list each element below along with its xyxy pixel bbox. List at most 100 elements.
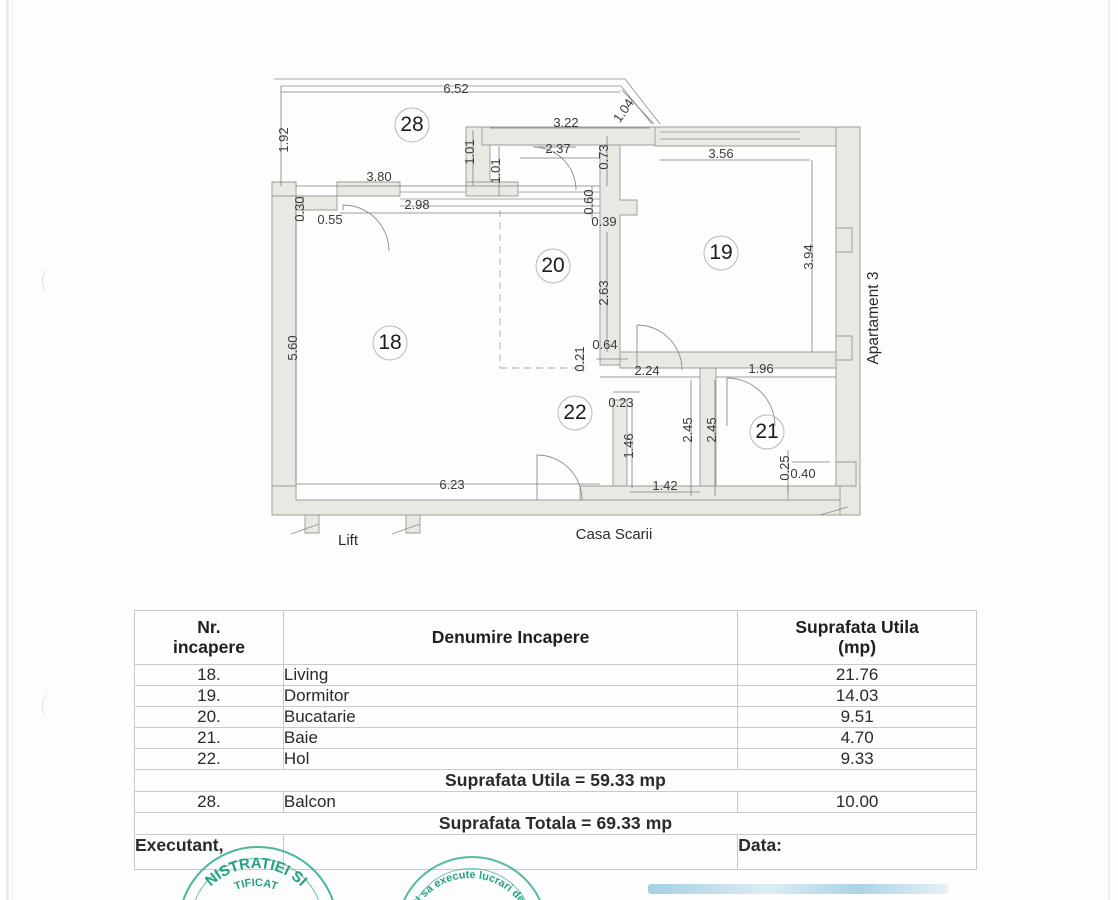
header-denumire-incapere: Denumire Incapere xyxy=(282,609,739,666)
signature-area xyxy=(282,834,739,871)
dimension-label: 2.37 xyxy=(545,141,570,156)
room-number-28: 28 xyxy=(400,113,423,136)
dimension-label: 1.42 xyxy=(652,478,677,493)
room-number-circle xyxy=(749,414,785,450)
room-number-21: 21 xyxy=(755,420,778,443)
stamp-b-top-text: NCPI sa execute lucrari de cad xyxy=(402,869,539,900)
floor-plan-drawing: .wall { fill: #e9e9e3; stroke: #9a9a92; … xyxy=(271,78,882,549)
room-number-markers: 18 19 20 21 22 28 xyxy=(372,107,785,450)
header-suprafata-utila: Suprafata Utila (mp) xyxy=(737,609,977,666)
dimension-label: 1.96 xyxy=(748,361,773,376)
dimension-label: 3.80 xyxy=(366,169,391,184)
room-number-cell: 20. xyxy=(134,706,284,729)
wall-outlines xyxy=(271,126,861,535)
dimension-label: 0.60 xyxy=(581,189,596,214)
stamp-b-top-textpath: NCPI sa execute lucrari de cad xyxy=(402,869,539,900)
room-area-cell: 21.76 xyxy=(737,664,977,687)
dimension-label: 2.24 xyxy=(634,363,659,378)
dimension-label: 2.45 xyxy=(704,417,719,442)
dimension-label: 3.22 xyxy=(553,115,578,130)
room-name-cell: Bucatarie xyxy=(282,706,739,729)
stamp-a-bottom-text: TIFICAT xyxy=(233,877,280,893)
room-number-19: 19 xyxy=(709,241,732,264)
room-number-circle xyxy=(394,107,430,143)
dimension-label: 0.23 xyxy=(608,395,633,410)
stamp-administratiei-text: NISTRATIEI SI TIFICAT xyxy=(202,855,310,893)
blue-ink-artifact xyxy=(648,884,948,894)
dimension-label: 5.60 xyxy=(285,335,300,360)
dimension-label: 6.52 xyxy=(443,81,468,96)
dimension-label: 0.30 xyxy=(292,196,307,221)
dimension-label: 1.01 xyxy=(488,158,503,183)
room-name-cell: Living xyxy=(282,664,739,687)
exterior-labels: Lift Casa Scarii xyxy=(338,526,652,549)
dimension-label: 0.55 xyxy=(317,212,342,227)
room-number-22: 22 xyxy=(563,401,586,424)
header-nr-incapere: Nr. incapere xyxy=(134,609,284,666)
dimension-label: 0.40 xyxy=(790,466,815,481)
dimension-label: 0.73 xyxy=(596,144,611,169)
door-swings xyxy=(342,146,776,501)
room-name-cell: Hol xyxy=(282,748,739,771)
dimension-label: 2.63 xyxy=(596,280,611,305)
room-area-cell: 9.51 xyxy=(737,706,977,729)
dimension-label: 0.39 xyxy=(591,214,616,229)
header-nr-line2: incapere xyxy=(172,637,245,658)
dimension-label: 2.45 xyxy=(680,417,695,442)
room-area-cell: 9.33 xyxy=(737,748,977,771)
executant-label: Executant, xyxy=(134,834,284,871)
room-number-cell: 19. xyxy=(134,685,284,708)
binding-hole-artifact xyxy=(42,693,59,719)
scan-edge-artifact xyxy=(1108,0,1110,900)
dimension-label: 2.98 xyxy=(404,197,429,212)
header-nr-line1: Nr. xyxy=(197,617,221,637)
room-name-cell: Baie xyxy=(282,727,739,750)
total-row: Suprafata Totala = 69.33 mp xyxy=(134,812,977,836)
subtotal-row: Suprafata Utila = 59.33 mp xyxy=(134,769,977,793)
dimension-label: 1.01 xyxy=(462,139,477,164)
room-number-circle xyxy=(372,325,408,361)
room-area-cell: 4.70 xyxy=(737,727,977,750)
room-number-20: 20 xyxy=(541,254,564,277)
balcony-area-cell: 10.00 xyxy=(737,791,977,814)
room-number-cell: 21. xyxy=(134,727,284,750)
dimension-label: 3.94 xyxy=(801,244,816,269)
room-number-circle xyxy=(557,395,593,431)
interior-dashed-separations xyxy=(499,210,585,369)
total-label: Suprafata Totala = 69.33 mp xyxy=(134,812,977,836)
scan-edge-artifact xyxy=(6,0,9,900)
subtotal-label: Suprafata Utila = 59.33 mp xyxy=(134,769,977,793)
dimension-lines xyxy=(280,86,836,496)
header-area-line1: Suprafata Utila xyxy=(795,617,919,637)
room-schedule-table: Nr. incapere Denumire Incapere Suprafata… xyxy=(134,609,977,871)
dimension-label: 1.92 xyxy=(276,127,291,152)
header-area-line2: (mp) xyxy=(838,637,877,658)
data-label: Data: xyxy=(737,834,977,871)
signature-row: Executant, Data: xyxy=(134,834,977,871)
apartment-label: Apartament 3 xyxy=(865,271,882,364)
room-number-cell: 18. xyxy=(134,664,284,687)
dimension-label: 1.46 xyxy=(621,433,636,458)
room-number-circle xyxy=(703,235,739,271)
balcony-name-cell: Balcon xyxy=(282,791,739,814)
scan-edge-artifact xyxy=(12,0,13,900)
stamp-ancpi-text: NCPI sa execute lucrari de cad xyxy=(402,869,539,900)
exterior-label-lift: Lift xyxy=(338,532,359,549)
room-number-18: 18 xyxy=(378,331,401,354)
room-area-cell: 14.03 xyxy=(737,685,977,708)
exterior-label-casa-scarii: Casa Scarii xyxy=(576,526,653,543)
dimension-label: 0.21 xyxy=(572,346,587,371)
binding-hole-artifact xyxy=(42,268,59,294)
dimension-label: 3.56 xyxy=(708,146,733,161)
room-number-circle xyxy=(535,248,571,284)
stamp-a-bottom-textpath: TIFICAT xyxy=(233,877,280,893)
dimension-label: 0.64 xyxy=(592,337,617,352)
